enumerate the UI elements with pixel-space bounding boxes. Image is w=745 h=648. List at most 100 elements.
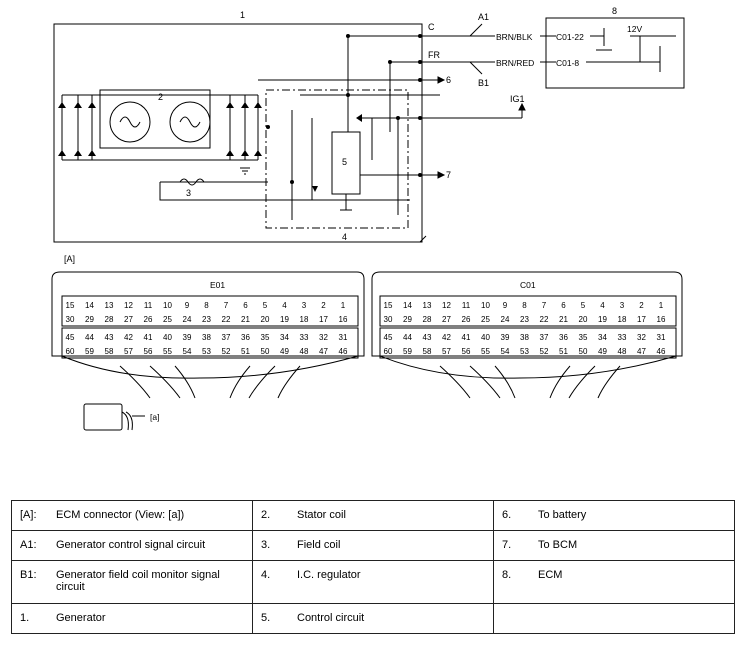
connector-pin: 49 [280,347,289,356]
connector-pin: 54 [501,347,510,356]
connector-pin: 3 [302,301,307,310]
connector-pin: 37 [222,333,231,342]
connector-pin: 42 [124,333,133,342]
connector-pin: 34 [598,333,607,342]
callout-5: 5 [342,157,347,167]
connector-view-icon [83,403,123,431]
connector-pin: 34 [280,333,289,342]
legend-key: 8. [502,569,512,581]
terminal-ig1: IG1 [510,94,525,104]
connector-pin: 29 [403,315,412,324]
legend-table: [A]:ECM connector (View: [a])2.Stator co… [11,500,735,634]
connector-pin: 7 [542,301,547,310]
legend-value: Generator field coil monitor signal circ… [56,569,220,593]
connector-pin: 40 [163,333,172,342]
connector-pin: 50 [261,347,270,356]
stator-coil-right [169,101,211,143]
connector-pin: 23 [202,315,211,324]
connector-pin: 44 [403,333,412,342]
legend-key: 2. [261,509,271,521]
connector-pin: 3 [620,301,625,310]
connector-pin: 30 [384,315,393,324]
connector-pin: 55 [163,347,172,356]
connector-pin: 52 [222,347,231,356]
connector-pin: 46 [657,347,666,356]
terminal-b1: B1 [478,78,489,88]
legend-cell: 6.To battery [493,500,735,531]
connector-pin: 15 [66,301,75,310]
legend-value: To BCM [538,539,578,551]
connector-pin: 19 [598,315,607,324]
connector-pin: 45 [384,333,393,342]
connector-pin: 13 [423,301,432,310]
connector-pin: 18 [618,315,627,324]
connector-pin: 60 [384,347,393,356]
connector-pin: 21 [241,315,250,324]
connector-pin: 47 [319,347,328,356]
connector-pin: 4 [282,301,287,310]
connector-pin: 31 [657,333,666,342]
legend-key: 1. [20,612,30,624]
connector-pin: 46 [339,347,348,356]
legend-cell: 5.Control circuit [252,603,494,634]
connector-pin: 5 [263,301,268,310]
legend-key: [A]: [20,509,37,521]
legend-key: A1: [20,539,37,551]
callout-8: 8 [612,6,617,16]
legend-key: 4. [261,569,271,581]
view-a-label: [a] [150,412,159,422]
connector-pin: 16 [339,315,348,324]
connector-pin: 51 [559,347,568,356]
pin-c01-22: C01-22 [556,32,584,42]
connector-pin: 47 [637,347,646,356]
connector-pin: 23 [520,315,529,324]
connector-pin: 36 [559,333,568,342]
connector-pin: 60 [66,347,75,356]
connector-pin: 59 [85,347,94,356]
connector-pin: 9 [503,301,508,310]
connector-pin: 57 [124,347,133,356]
connector-pin: 53 [520,347,529,356]
legend-cell: A1: Generator control signal circuit [11,530,253,561]
connector-pin: 35 [261,333,270,342]
connector-pin: 20 [579,315,588,324]
ecm-box [545,17,685,89]
connector-pin: 7 [224,301,229,310]
connector-pin: 28 [105,315,114,324]
callout-3: 3 [186,188,191,198]
connector-pin: 38 [520,333,529,342]
connector-pin: 11 [144,301,153,310]
connector-pin: 42 [442,333,451,342]
connector-e01-title: E01 [210,280,225,290]
legend-cell: [A]:ECM connector (View: [a]) [11,500,253,531]
connector-pin: 26 [462,315,471,324]
connector-pin: 32 [319,333,328,342]
connector-pin: 10 [163,301,172,310]
legend-row: B1: Generator field coil monitor signal c… [11,560,735,604]
connector-pin: 51 [241,347,250,356]
callout-2: 2 [158,92,163,102]
connector-pin: 44 [85,333,94,342]
legend-value: Generator control signal circuit [56,539,206,551]
connector-pin: 43 [105,333,114,342]
legend-key: B1: [20,569,37,581]
legend-value: Field coil [297,539,341,551]
connector-pin: 50 [579,347,588,356]
connector-pin: 1 [341,301,346,310]
connector-pin: 15 [384,301,393,310]
connector-pin: 59 [403,347,412,356]
terminal-fr: FR [428,50,440,60]
callout-1: 1 [240,10,245,20]
connector-pin: 27 [124,315,133,324]
connector-pin: 55 [481,347,490,356]
connector-pin: 37 [540,333,549,342]
legend-value: Control circuit [297,612,365,624]
connector-pin: 38 [202,333,211,342]
legend-key: 6. [502,509,512,521]
legend-key: 7. [502,539,512,551]
connector-pin: 25 [163,315,172,324]
connector-pin: 33 [618,333,627,342]
connector-pin: 32 [637,333,646,342]
